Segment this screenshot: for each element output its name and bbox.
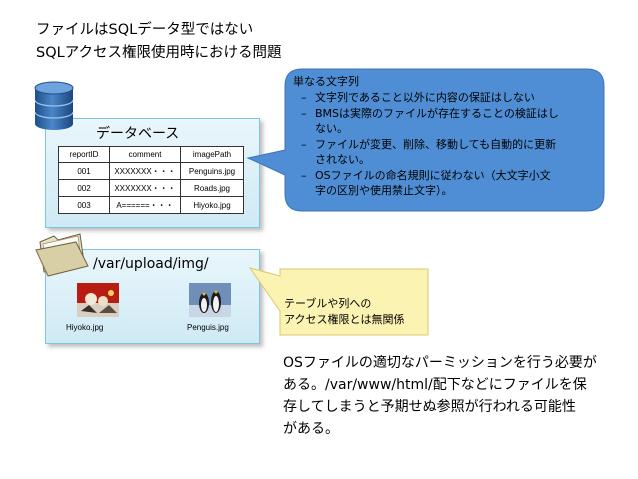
bullet-text: 文字列であること以外に内容の保証はしない [315,91,535,104]
hiyoko-image-thumbnail [77,283,119,317]
title-line-1: ファイルはSQLデータ型ではない [36,22,254,38]
bullet-item: – ファイルが変更、削除、移動しても自動的に更新 [301,137,591,153]
dash-marker: – [301,168,307,182]
bullet-text: BMSは実際のファイルが存在することの検証はし [315,106,559,120]
bullet-text: 字の区別や使用禁止文字）。 [315,184,453,197]
blue-callout-bullets: – 文字列であること以外に内容の保証はしない – BMSは実際のファイルが存在す… [301,90,591,199]
file-name-label: Penguis.jpg [187,323,229,332]
table-cell: A======・・・ [109,196,181,214]
bullet-text: されない。 [315,153,370,166]
file-name-label: Hiyoko.jpg [66,323,104,332]
note-line: ある。/var/www/html/配下などにファイルを保 [283,377,587,393]
bullet-item: – BMSは実際のファイルが存在することの検証はし [301,106,591,122]
note-line: 存してしまうと予期せぬ参照が行われる可能性 [283,399,576,415]
bullet-text: OSファイルの命名規則に従わない（大文字小文 [315,168,551,182]
blue-callout-heading: 単なる文字列 [293,75,359,88]
dash-marker: – [301,91,307,104]
dash-marker: – [301,106,307,120]
penguins-image-thumbnail [189,283,231,317]
folder-path-label: /var/upload/img/ [93,256,209,272]
table-header-row: reportID comment imagePath [58,146,244,163]
bullet-item: – OSファイルの命名規則に従わない（大文字小文 [301,168,591,184]
table-row: 001 XXXXXXX・・・ Penguins.jpg [58,162,244,180]
bullet-item: – 文字列であること以外に内容の保証はしない [301,90,591,106]
yellow-callout-text: テーブルや列への アクセス権限とは無関係 [284,296,404,328]
table-row: 003 A======・・・ Hiyoko.jpg [58,196,244,214]
database-icon [34,81,74,130]
yellow-callout-line: アクセス権限とは無関係 [284,313,405,326]
bullet-text: ファイルが変更、削除、移動しても自動的に更新 [315,137,557,151]
permission-note: OSファイルの適切なパーミッションを行う必要が ある。/var/www/html… [283,352,603,440]
note-line: がある。 [283,421,339,437]
table-row: 002 XXXXXXX・・・ Roads.jpg [58,179,244,197]
dash-marker: – [301,137,307,151]
yellow-callout-line: テーブルや列への [284,297,372,310]
database-table: reportID comment imagePath 001 XXXXXXX・・… [58,146,244,214]
bullet-text: ない。 [315,122,348,135]
note-line: OSファイルの適切なパーミッションを行う必要が [283,355,597,371]
database-label: データベース [96,126,180,142]
folder-icon [35,233,89,277]
title-line-2: SQLアクセス権限使用時における問題 [36,45,282,61]
table-cell: Hiyoko.jpg [180,196,244,214]
